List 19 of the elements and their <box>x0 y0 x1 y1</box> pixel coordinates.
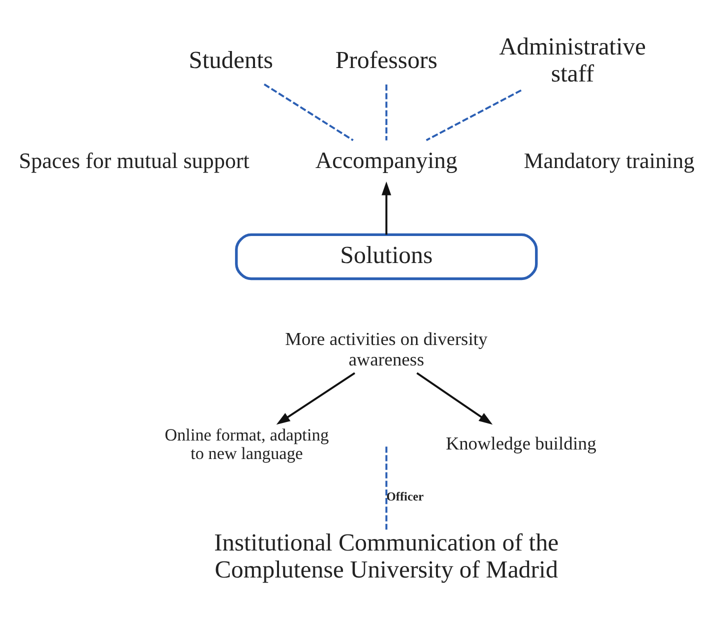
edge-label: Officer <box>386 489 424 504</box>
arrow <box>382 182 392 235</box>
node-text: Online format, adapting to new language <box>164 426 329 464</box>
node-text: Knowledge building <box>446 434 596 454</box>
node-text: Administrative staff <box>499 34 646 88</box>
connector <box>385 84 388 140</box>
node-box: Solutions <box>235 233 538 280</box>
label: Mandatory training <box>524 148 695 173</box>
label: Spaces for mutual support <box>18 148 250 173</box>
node-text: Students <box>188 47 274 74</box>
connector <box>264 83 354 142</box>
connector <box>426 89 522 142</box>
arrow <box>416 372 493 425</box>
connector <box>385 446 388 530</box>
node-text: Institutional Communication of the Complutense University of Madrid <box>214 530 559 584</box>
node-text: Professors <box>335 47 438 74</box>
arrow <box>276 372 356 425</box>
node-text: More activities on diversity awareness <box>285 328 488 370</box>
node-text: Accompanying <box>315 148 458 174</box>
